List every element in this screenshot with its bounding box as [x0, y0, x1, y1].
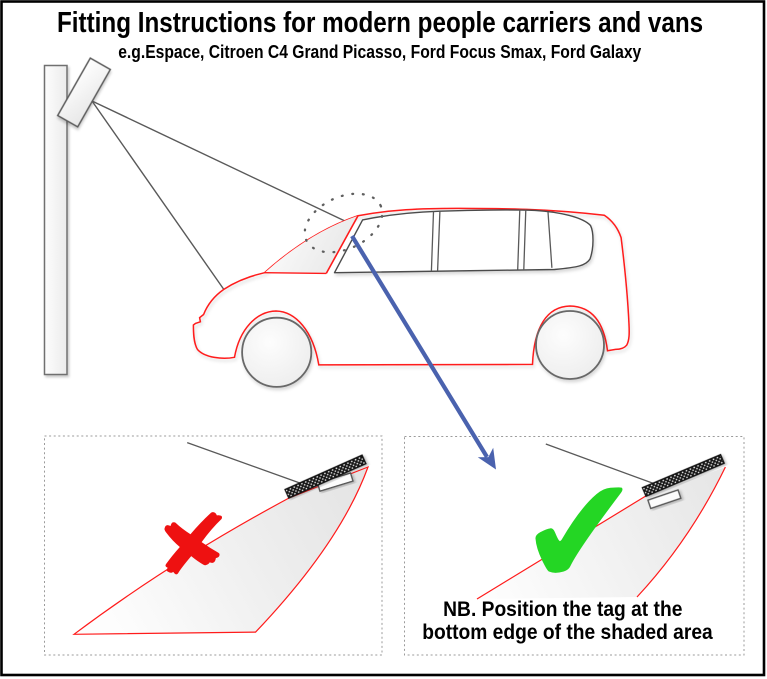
correct-windscreen-left-edge [476, 495, 647, 600]
correct-frit-band [641, 453, 726, 498]
note-line-2: bottom edge of the shaded area [422, 620, 713, 644]
pointer-arrow-head [477, 447, 496, 470]
gantry-group [43, 57, 348, 376]
rear-wheel [535, 310, 605, 380]
note-line-1: NB. Position the tag at the [443, 597, 683, 621]
wrong-wiper-line [186, 441, 305, 486]
beam-line-lower [91, 100, 225, 290]
wrong-cross-mark: ✘ [143, 495, 242, 596]
windscreen-shading [264, 215, 358, 274]
beam-line-upper [91, 100, 348, 223]
correct-panel-drawing [476, 443, 726, 600]
gantry-pole [43, 64, 68, 376]
glasshouse-outline [333, 209, 594, 274]
windscreen-base-line [264, 272, 327, 275]
pointer-arrow [350, 234, 496, 470]
reader-unit [56, 57, 112, 128]
correct-wiper-line [545, 443, 664, 488]
note-text: NB. Position the tag at the bottom edge … [405, 598, 721, 644]
wrong-windscreen [72, 465, 370, 635]
page-subtitle: e.g.Espace, Citroen C4 Grand Picasso, Fo… [0, 43, 761, 62]
correct-windscreen-right-edge [636, 466, 726, 598]
page-subtitle-text: e.g.Espace, Citroen C4 Grand Picasso, Fo… [118, 42, 642, 62]
van-group [192, 192, 630, 388]
highlight-ellipse [303, 192, 384, 254]
page-title: Fitting Instructions for modern people c… [0, 7, 761, 40]
wrong-panel [44, 435, 383, 656]
pillar-lines [430, 209, 553, 272]
pointer-arrow-shaft [350, 234, 489, 459]
correct-tag [647, 489, 682, 510]
correct-panel [404, 436, 745, 656]
a-pillar-line [325, 215, 359, 274]
van-body-outline [192, 207, 630, 366]
wrong-frit-band [284, 454, 367, 499]
front-wheel [241, 316, 313, 388]
page-title-text: Fitting Instructions for modern people c… [56, 7, 704, 39]
correct-check-mark: ✔ [512, 442, 649, 625]
wrong-panel-drawing [72, 441, 370, 635]
